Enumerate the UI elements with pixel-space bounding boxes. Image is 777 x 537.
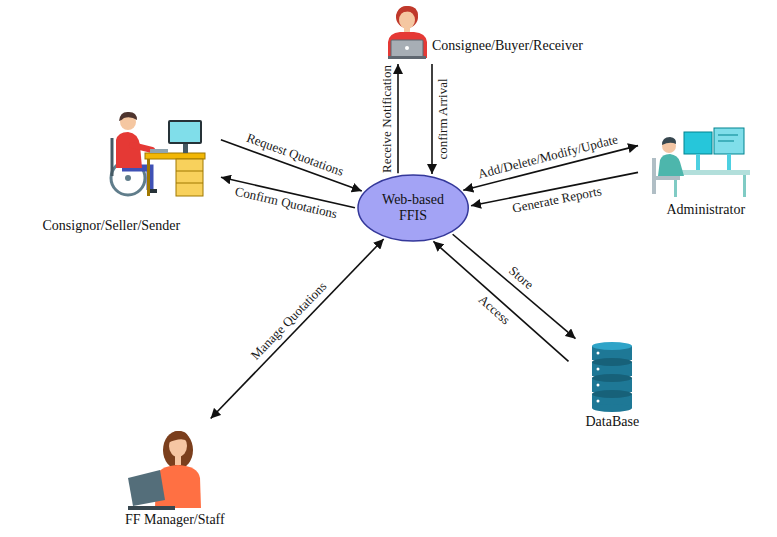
consignee-icon-part: [388, 56, 426, 59]
flow-label: confirm Arrival: [436, 78, 450, 159]
database-icon-part: [592, 374, 632, 382]
actor-administrator: Administrator: [640, 125, 772, 222]
flow-label: Receive Notification: [380, 65, 394, 173]
flow-label: Manage Quotations: [249, 279, 330, 363]
ff-manager-icon: [128, 431, 201, 510]
database-store: DataBase: [570, 340, 655, 436]
flow-label: Add/Delete/Modify/Update: [477, 133, 620, 182]
administrator-icon: [652, 128, 750, 197]
consignor-icon-part: [111, 138, 114, 176]
consignor-icon-part: [176, 159, 203, 196]
database-icon-part: [597, 384, 600, 387]
consignor-icon-part: [168, 120, 202, 144]
consignee-icon-part: [391, 40, 423, 57]
consignee-icon-part: [405, 46, 409, 50]
flow-label: Request Quotations: [245, 131, 346, 179]
database-icon-part: [597, 352, 600, 355]
consignee-icon-part: [396, 6, 418, 28]
ellipse-shape: [358, 175, 468, 241]
administrator-icon-part: [727, 154, 731, 170]
administrator-icon-part: [684, 132, 712, 154]
consignor-icon-part: [176, 183, 203, 184]
actor-consignee: Consignee/Buyer/Receiver: [380, 2, 680, 62]
consignor-icon-part: [170, 122, 200, 142]
consignee-icon-part: [399, 11, 415, 29]
administrator-icon-part: [718, 135, 738, 136]
consignee-icon-part: [396, 6, 418, 17]
ff-manager-icon-part: [128, 470, 165, 506]
consignor-icon: [111, 112, 205, 196]
consignor-icon-part: [147, 159, 150, 196]
flow-label: Access: [475, 292, 512, 327]
consignor-icon-part: [145, 153, 205, 159]
database-icon-part: [592, 342, 632, 350]
actor-consignor: Consignor/Seller/Sender: [4, 108, 219, 240]
consignor-icon-part: [150, 149, 168, 153]
flow-label: Confirm Quotations: [233, 185, 338, 222]
consignor-icon-part: [132, 145, 152, 150]
flow-arrow: [397, 64, 399, 173]
administrator-icon-part: [718, 141, 734, 142]
actor-label: Consignor/Seller/Sender: [43, 218, 181, 234]
consignor-icon-part: [183, 144, 188, 153]
database-icon-part: [597, 368, 600, 371]
consignor-icon-part: [125, 175, 131, 181]
consignor-icon-part: [176, 171, 203, 172]
ff-manager-icon-part: [168, 431, 189, 443]
administrator-icon-part: [714, 128, 744, 154]
administrator-icon-part: [743, 175, 746, 197]
database-icon-part: [597, 400, 600, 403]
flow-arrow: [453, 234, 576, 338]
system-ellipse: Web-based FFIS: [357, 174, 469, 242]
database-icon-part: [592, 404, 632, 412]
administrator-icon-part: [658, 154, 684, 176]
actor-label: Administrator: [667, 202, 746, 218]
actor-ff-manager: FF Manager/Staff: [100, 420, 250, 534]
consignee-icon-part: [388, 32, 427, 58]
consignor-icon-part: [122, 168, 150, 190]
ff-manager-icon-part: [163, 431, 193, 469]
flow-label: Store: [506, 264, 536, 293]
ff-manager-icon-part: [128, 506, 175, 510]
actor-label: FF Manager/Staff: [125, 512, 225, 528]
database-icon-part: [592, 390, 632, 398]
database-icon-part: [592, 358, 632, 366]
ellipse-outline: [357, 174, 469, 242]
actor-label: Consignee/Buyer/Receiver: [432, 38, 583, 54]
administrator-icon-part: [662, 137, 676, 145]
flow-arrow: [433, 241, 568, 361]
administrator-icon-part: [652, 176, 680, 180]
actor-label: DataBase: [586, 414, 640, 430]
database-icon: [592, 342, 632, 412]
ff-manager-icon-part: [175, 456, 181, 465]
consignee-icon: [388, 6, 427, 59]
consignor-icon-part: [116, 132, 142, 168]
administrator-icon-part: [696, 154, 700, 170]
flow-arrow: [431, 64, 433, 174]
flow-arrow: [211, 239, 384, 419]
system-name: Web-based FFIS: [377, 192, 449, 224]
consignor-icon-part: [119, 112, 137, 121]
